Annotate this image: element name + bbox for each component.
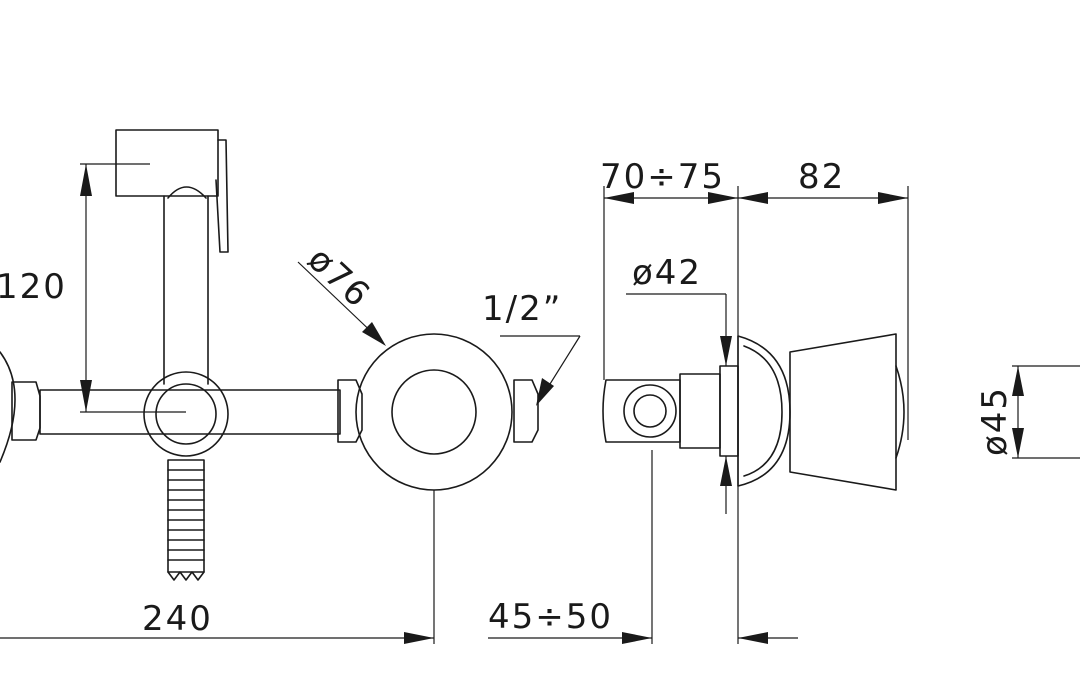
inlet-bore: [633, 394, 667, 428]
dimension-240: 240: [0, 490, 435, 644]
dimension-half-inch: 1/2”: [482, 289, 581, 406]
left-partial-circle: [0, 351, 16, 463]
label-45-50: 45÷50: [488, 597, 613, 637]
hose-ribs: [167, 469, 205, 561]
dimension-76: ø76: [297, 239, 386, 346]
left-hex-nut: [11, 381, 41, 441]
label-half-inch: 1/2”: [482, 289, 562, 329]
dimension-42: ø42: [626, 253, 732, 514]
hose: [167, 459, 205, 573]
valve-seat: [719, 365, 739, 457]
label-45: ø45: [975, 386, 1015, 456]
flange-inner-circle: [391, 369, 477, 455]
spray-head: [115, 129, 219, 197]
horizontal-pipe: [39, 389, 341, 435]
holder-body: [143, 371, 229, 457]
label-70-75: 70÷75: [600, 157, 725, 197]
handle-neck: [167, 186, 207, 199]
side-view: [602, 333, 905, 491]
outlet-hex-nut: [513, 379, 539, 443]
label-240: 240: [142, 599, 213, 639]
dimension-45-50: 45÷50: [488, 450, 798, 644]
label-76: ø76: [300, 239, 379, 316]
label-42: ø42: [632, 253, 702, 293]
pipe-hex-nut: [337, 379, 363, 443]
knob-cap: [895, 365, 905, 459]
dimension-82: 82: [738, 157, 909, 440]
inlet-hex-outer: [623, 384, 677, 438]
knurled-knob: [789, 333, 897, 491]
label-120: 120: [0, 267, 67, 307]
trigger-lever: [215, 139, 229, 253]
dimension-45: ø45: [975, 365, 1080, 459]
flange-circle: [355, 333, 513, 491]
front-view: [0, 129, 539, 581]
dimension-70-75: 70÷75: [600, 157, 739, 644]
label-82: 82: [798, 157, 845, 197]
inlet-connector: [602, 379, 681, 443]
hose-break: [167, 571, 205, 581]
rosette-inner: [743, 345, 783, 477]
valve-body: [679, 373, 721, 449]
dimension-120: 120: [0, 163, 186, 413]
holder-inner: [155, 383, 217, 445]
